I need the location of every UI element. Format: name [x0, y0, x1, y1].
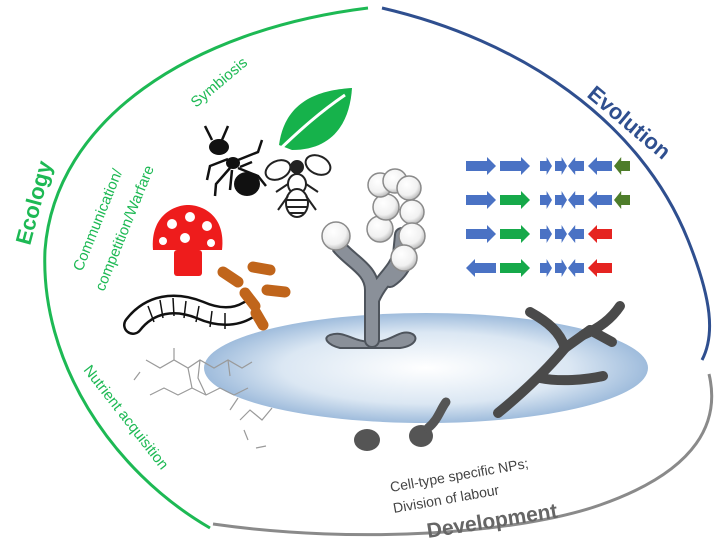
bee-icon [264, 154, 332, 218]
gene-arrow [466, 225, 496, 243]
molecule-icon [133, 348, 273, 449]
gene-arrow [568, 191, 584, 209]
gene-arrow [568, 225, 584, 243]
gene-arrow [540, 157, 552, 175]
gene-cluster-icon [466, 157, 630, 277]
gene-arrow [466, 157, 496, 175]
gene-arrow [500, 191, 530, 209]
gene-arrow [466, 259, 496, 277]
leaf-icon [277, 88, 352, 152]
gene-arrow [540, 259, 552, 277]
gene-arrow [500, 259, 530, 277]
ecology-arc [43, 6, 369, 530]
germling-hypha-icon [493, 301, 625, 418]
evolution-label: Evolution [583, 81, 676, 165]
gene-arrow [568, 157, 584, 175]
gene-arrow [588, 157, 612, 175]
development-arc [212, 373, 714, 537]
gene-arrow [588, 259, 612, 277]
gene-arrow [614, 157, 630, 175]
gene-arrow [588, 191, 612, 209]
gene-arrow [540, 225, 552, 243]
gene-arrow [555, 157, 567, 175]
gene-arrow [568, 259, 584, 277]
gene-arrow [555, 225, 567, 243]
gene-arrow [588, 225, 612, 243]
gene-arrow [500, 225, 530, 243]
gene-arrow [555, 259, 567, 277]
spore-icon [354, 397, 451, 451]
worm-icon [123, 294, 258, 335]
gene-arrow [540, 191, 552, 209]
ecology-label: Ecology [11, 157, 57, 247]
symbiosis-label: Symbiosis [188, 54, 251, 111]
bacteria-icon [217, 261, 291, 331]
evolution-arc [381, 6, 712, 361]
culture-dish [204, 313, 648, 423]
gene-arrow [555, 191, 567, 209]
fungus-icon [321, 168, 426, 349]
gene-arrow [500, 157, 530, 175]
ant-icon [203, 125, 267, 197]
gene-arrow [614, 191, 630, 209]
gene-arrow [466, 191, 496, 209]
mushroom-icon [152, 205, 223, 276]
